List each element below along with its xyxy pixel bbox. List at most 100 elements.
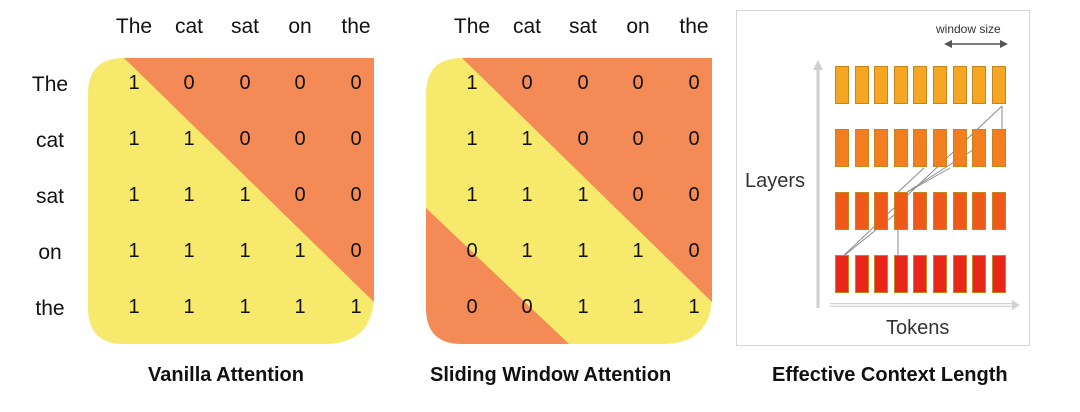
row-header: on [38,241,62,264]
vanilla-matrix-cell: 1 [128,72,140,94]
vanilla-matrix-cell: 0 [239,128,251,150]
token-block [952,192,967,230]
token-block [933,66,947,104]
token-block [874,192,889,230]
vanilla-matrix-cell: 1 [128,296,140,318]
token-block [972,129,987,167]
sliding-window-attention-caption: Sliding Window Attention [430,364,672,386]
token-block [991,192,1006,230]
vanilla-matrix-cell: 1 [350,296,362,318]
token-block [893,255,908,293]
sliding-matrix-cell: 0 [466,296,478,318]
sliding-matrix-cell: 1 [466,72,478,94]
sliding-matrix-cell: 0 [521,72,533,94]
vanilla-column-header: the [341,15,371,38]
vanilla-matrix-cell: 1 [183,240,195,262]
token-block [933,192,947,230]
row-header: cat [35,129,64,152]
token-block [854,255,869,293]
token-block [874,129,889,167]
sliding-matrix-cell: 1 [521,128,533,150]
token-block [991,66,1006,104]
vanilla-matrix-cell: 0 [350,72,362,94]
vanilla-column-header: sat [230,15,259,38]
vanilla-matrix-cell: 0 [350,184,362,206]
vanilla-column-header: cat [174,15,203,38]
context-panel-frame [736,10,1030,346]
vanilla-matrix-cell: 0 [294,184,306,206]
token-block [933,129,947,167]
sliding-matrix-cell: 0 [466,240,478,262]
token-block [933,255,947,293]
sliding-matrix-cell: 0 [521,296,533,318]
row-header: sat [35,185,64,208]
vanilla-matrix-cell: 1 [128,128,140,150]
vanilla-matrix-cell: 1 [183,296,195,318]
sliding-column-header: on [626,15,650,38]
vanilla-matrix-cell: 0 [294,128,306,150]
vanilla-column-header: on [288,15,312,38]
token-block [874,255,889,293]
tokens-axis-label: Tokens [886,317,950,339]
token-block [835,66,849,104]
token-block [913,129,928,167]
vanilla-attention-matrix-bg [88,58,374,344]
token-block [835,255,849,293]
token-block [874,66,889,104]
token-block [893,129,908,167]
sliding-matrix-cell: 1 [577,240,589,262]
token-block [952,255,967,293]
vanilla-matrix-cell: 0 [350,128,362,150]
vanilla-matrix-cell: 1 [294,296,306,318]
sliding-matrix-cell: 1 [688,296,700,318]
vanilla-column-header: The [115,15,153,38]
vanilla-matrix-cell: 0 [183,72,195,94]
vanilla-matrix-cell: 1 [128,240,140,262]
sliding-column-header: the [679,15,709,38]
token-block [893,66,908,104]
token-block [854,192,869,230]
sliding-matrix-cell: 1 [632,240,644,262]
token-block [972,255,987,293]
vanilla-matrix-cell: 1 [128,184,140,206]
layers-axis-arrowhead [813,60,823,70]
vanilla-matrix-cell: 0 [239,72,251,94]
row-header: The [31,73,69,96]
token-block [913,255,928,293]
sliding-matrix-cell: 1 [521,184,533,206]
vanilla-matrix-cell: 0 [350,240,362,262]
sliding-matrix-cell: 0 [688,72,700,94]
vanilla-matrix-cell: 1 [183,184,195,206]
vanilla-matrix-cell: 1 [183,128,195,150]
sliding-matrix-cell: 0 [632,72,644,94]
token-block [854,129,869,167]
sliding-matrix-cell: 0 [688,184,700,206]
sliding-matrix-cell: 0 [577,72,589,94]
vanilla-matrix-cell: 1 [294,240,306,262]
sliding-column-header: The [453,15,491,38]
sliding-matrix-cell: 0 [688,240,700,262]
token-block [913,66,928,104]
vanilla-matrix-cell: 1 [239,184,251,206]
token-block [913,192,928,230]
sliding-matrix-cell: 1 [632,296,644,318]
sliding-matrix-cell: 1 [466,128,478,150]
sliding-matrix-cell: 0 [577,128,589,150]
window-size-label: window size [936,22,1001,36]
vanilla-attention-caption: Vanilla Attention [148,364,304,386]
token-block [972,66,987,104]
tokens-axis-arrowhead [1012,300,1020,310]
token-block [835,129,849,167]
sliding-matrix-cell: 0 [688,128,700,150]
sliding-matrix-cell: 0 [632,184,644,206]
sliding-matrix-cell: 1 [577,184,589,206]
sliding-matrix-cell: 0 [632,128,644,150]
token-block [952,129,967,167]
row-header: the [35,297,65,320]
sliding-matrix-cell: 1 [521,240,533,262]
token-block [854,66,869,104]
token-block [991,255,1006,293]
vanilla-matrix-cell: 1 [239,240,251,262]
vanilla-matrix-cell: 1 [239,296,251,318]
token-block [893,192,908,230]
